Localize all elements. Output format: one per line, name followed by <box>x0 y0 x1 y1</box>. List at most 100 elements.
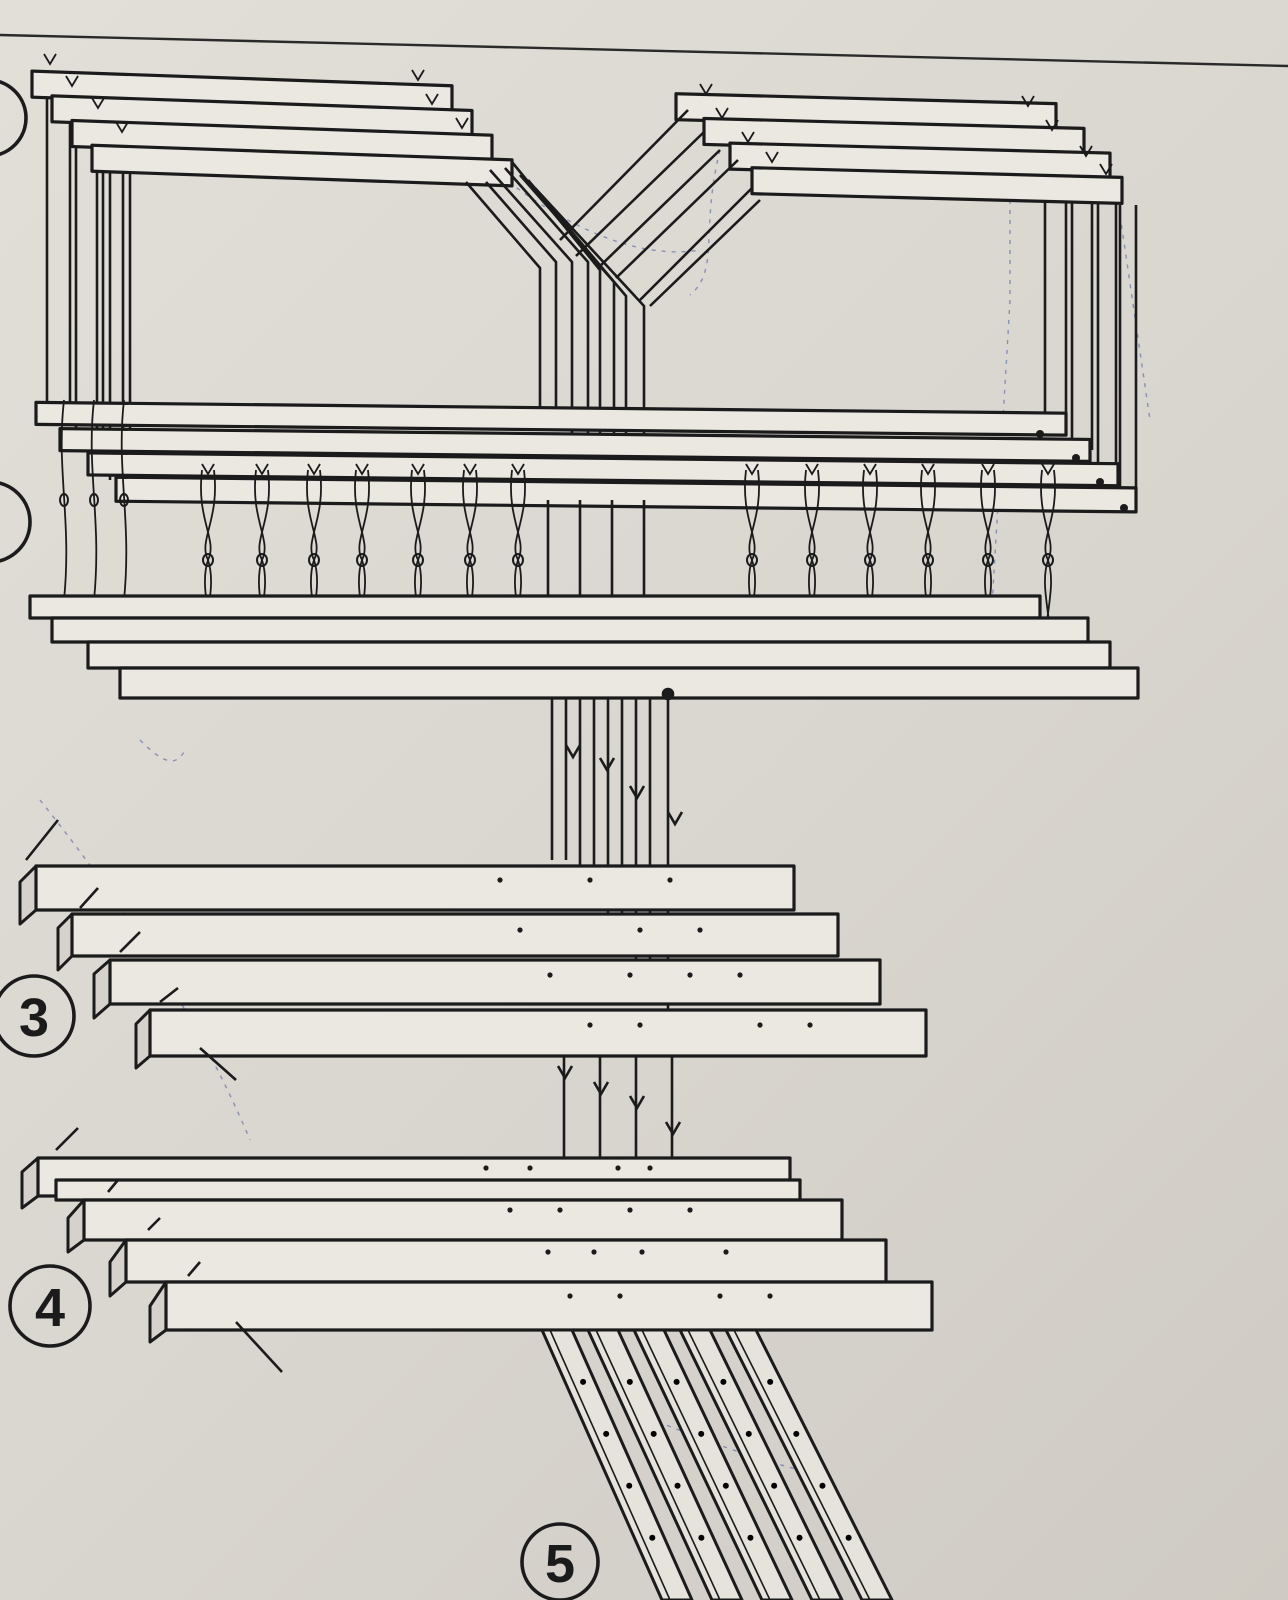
bar-hole <box>567 1293 573 1299</box>
cord-knot <box>464 553 476 567</box>
slat-hole <box>649 1534 656 1541</box>
slat-hole <box>674 1482 681 1489</box>
bar-hole <box>723 1249 729 1255</box>
middle-rail-stack <box>34 400 1138 514</box>
slat-hole <box>626 1378 633 1385</box>
cord-hook <box>805 463 819 476</box>
cord-hook <box>201 463 215 476</box>
step-marker-2 <box>0 481 32 563</box>
bar-hole <box>591 1249 597 1255</box>
bar-hole <box>757 1022 763 1028</box>
bar-hole <box>557 1207 563 1213</box>
bar-hole <box>627 1207 633 1213</box>
bar-block-4 <box>20 1127 934 1373</box>
post-knot <box>119 493 129 507</box>
cord-hook <box>745 463 759 476</box>
slat-edge <box>733 1329 871 1600</box>
slat-edge <box>595 1329 721 1600</box>
cord-knot <box>256 553 268 567</box>
cord-knot <box>512 553 524 567</box>
page-rule <box>0 33 1288 68</box>
slat-hole <box>698 1430 705 1437</box>
bar-hole <box>517 927 523 933</box>
slat-hole <box>771 1482 778 1489</box>
cord-knot <box>864 553 876 567</box>
slanted-slats <box>539 1328 894 1600</box>
step-marker-1 <box>0 80 28 156</box>
post-cord <box>60 399 68 601</box>
slat-hole <box>747 1534 754 1541</box>
slat-hole <box>698 1534 705 1541</box>
slat-hole <box>722 1482 729 1489</box>
slat-edge <box>641 1329 771 1600</box>
cord-hook <box>921 463 935 476</box>
bar-hole <box>527 1165 533 1171</box>
bar-hole <box>667 877 673 883</box>
post-cord <box>90 399 98 601</box>
bar-hole <box>627 972 633 978</box>
cord-knot <box>746 553 758 567</box>
step-5-label: 5 <box>545 1534 575 1594</box>
bar-block-3 <box>18 819 928 1081</box>
cord-hook <box>863 463 877 476</box>
step-marker-3: 3 <box>0 974 76 1058</box>
slat-hole <box>626 1482 633 1489</box>
bar-hole <box>617 1293 623 1299</box>
bar-hole <box>687 1207 693 1213</box>
bar-hole <box>547 972 553 978</box>
bar-hole <box>637 1022 643 1028</box>
cord-hook <box>411 463 425 476</box>
slat-hole <box>767 1378 774 1385</box>
slat-hole <box>720 1378 727 1385</box>
step-4-label: 4 <box>35 1278 65 1338</box>
bar-hole <box>717 1293 723 1299</box>
step-3-label: 3 <box>19 988 49 1048</box>
top-right-lever-frame <box>674 83 1138 500</box>
post-knot <box>89 493 99 507</box>
bar-hole <box>737 972 743 978</box>
cord-hook <box>511 463 525 476</box>
slat-hole <box>819 1482 826 1489</box>
cord-knot <box>982 553 994 567</box>
cord-hook <box>355 463 369 476</box>
cord-knot <box>412 553 424 567</box>
cord-hook <box>307 463 321 476</box>
slat-hole <box>845 1534 852 1541</box>
cord-knot <box>922 553 934 567</box>
bar-hole <box>545 1249 551 1255</box>
slat-hole <box>673 1378 680 1385</box>
bar-hole <box>687 972 693 978</box>
post-knot <box>59 493 69 507</box>
cord-knot <box>806 553 818 567</box>
cord-hook <box>981 463 995 476</box>
slat-hole <box>793 1430 800 1437</box>
slat-hole <box>603 1430 610 1437</box>
cord-knot <box>1042 553 1054 567</box>
cord-hook <box>1041 463 1055 476</box>
bar-hole <box>587 877 593 883</box>
slat-hole <box>745 1430 752 1437</box>
slat-edge <box>687 1329 821 1600</box>
y-linkage <box>465 109 761 490</box>
slat-edge <box>549 1329 671 1600</box>
bar-hole <box>637 927 643 933</box>
bar-hole <box>483 1165 489 1171</box>
bar-hole <box>647 1165 653 1171</box>
bar-hole <box>615 1165 621 1171</box>
arrows-a <box>564 744 684 827</box>
bar-hole <box>767 1293 773 1299</box>
cord-knot <box>308 553 320 567</box>
bar-hole <box>697 927 703 933</box>
bar-hole <box>587 1022 593 1028</box>
cord-hook <box>463 463 477 476</box>
slat-hole <box>796 1534 803 1541</box>
slat-hole <box>580 1378 587 1385</box>
lower-tray <box>28 594 1140 700</box>
step-marker-4: 4 <box>8 1264 92 1348</box>
cord-knot <box>356 553 368 567</box>
post-cord <box>120 399 128 601</box>
cord-knot <box>202 553 214 567</box>
cord-hook <box>255 463 269 476</box>
